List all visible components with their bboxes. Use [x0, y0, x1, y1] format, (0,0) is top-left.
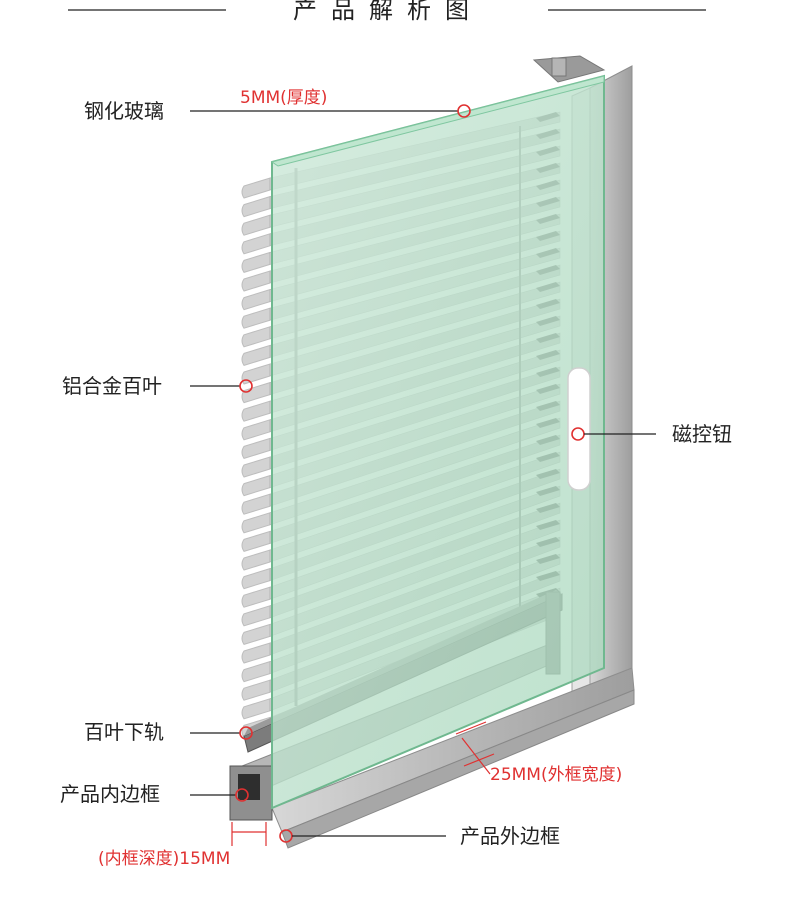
label-magnet-knob: 磁控钮 — [672, 422, 732, 446]
blind-slat-end — [242, 271, 270, 291]
label-inner-frame: 产品内边框 — [60, 782, 160, 806]
label-outer-frame: 产品外边框 — [460, 824, 560, 848]
frame-profile-slot — [552, 58, 566, 76]
callout-inner-frame-depth: (内框深度)15MM — [98, 822, 266, 869]
page-title: 产品解析图 — [293, 0, 483, 24]
callout-glass: 钢化玻璃 5MM(厚度) — [84, 88, 470, 123]
blind-slat-end — [242, 345, 270, 365]
label-outer-frame-width: 25MM(外框宽度) — [490, 765, 622, 785]
callout-inner-frame: 产品内边框 — [60, 782, 248, 806]
blind-slat-end — [242, 215, 270, 235]
label-glass: 钢化玻璃 — [84, 99, 164, 123]
label-inner-frame-depth: (内框深度)15MM — [98, 849, 230, 869]
blind-slat-end — [242, 680, 270, 700]
blind-slat-end — [242, 531, 270, 551]
blind-slat-end — [242, 308, 270, 328]
blind-slat-end — [242, 569, 270, 589]
blind-slat-end — [242, 290, 270, 310]
blind-slat-end — [242, 234, 270, 254]
callout-blinds: 铝合金百叶 — [62, 374, 252, 398]
blind-slat-end — [242, 494, 270, 514]
blind-slat-end — [242, 457, 270, 477]
label-bottom-rail: 百叶下轨 — [84, 720, 164, 744]
blind-slat-end — [242, 606, 270, 626]
magnetic-knob — [568, 368, 590, 490]
blind-slat-end — [242, 476, 270, 496]
blind-slat-end — [242, 364, 270, 384]
blind-slat-end — [242, 178, 270, 198]
blind-slat-end — [242, 699, 270, 719]
label-glass-thickness: 5MM(厚度) — [240, 88, 327, 108]
blind-slat-end — [242, 252, 270, 272]
blind-slat-end — [242, 327, 270, 347]
header: 产品解析图 — [68, 0, 706, 24]
blind-slat-end — [242, 420, 270, 440]
blind-slat-end — [242, 438, 270, 458]
blind-slat-end — [242, 513, 270, 533]
callout-bottom-rail: 百叶下轨 — [84, 720, 252, 744]
label-blinds: 铝合金百叶 — [62, 374, 162, 398]
blind-slat-end — [242, 401, 270, 421]
blind-slat-end — [242, 587, 270, 607]
blind-slat-end — [242, 662, 270, 682]
window-illustration — [230, 56, 634, 848]
blind-slat-end — [242, 624, 270, 644]
inner-frame-profile-slot — [238, 774, 260, 800]
blind-slat-end — [242, 643, 270, 663]
blind-slat-end — [242, 550, 270, 570]
blind-slat-end — [242, 197, 270, 217]
